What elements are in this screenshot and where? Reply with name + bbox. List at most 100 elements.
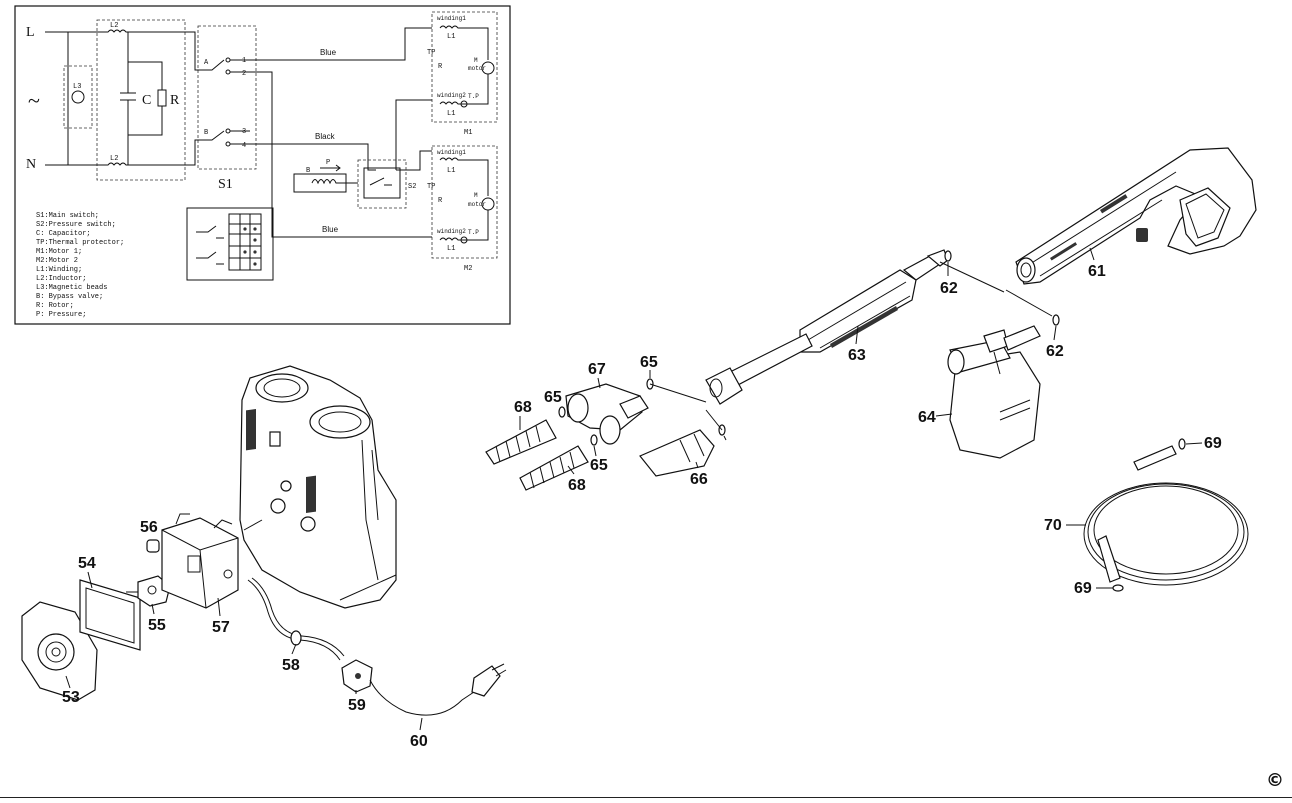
callout-63: 63 xyxy=(848,347,866,364)
m2-motor: motor xyxy=(468,201,486,208)
part-69-o-ring-a xyxy=(1178,438,1186,450)
callout-69b: 69 xyxy=(1074,580,1092,597)
m1-tp-small: T.P xyxy=(468,93,479,100)
callout-56: 56 xyxy=(140,519,158,536)
s1-label: S1 xyxy=(218,177,233,192)
m2-winding1: winding1 xyxy=(437,149,466,156)
schematic-legend: S1:Main switch; S2:Pressure switch; C: C… xyxy=(36,212,124,319)
m1-l1a: L1 xyxy=(447,33,455,41)
callout-62a: 62 xyxy=(940,280,958,297)
cord-assembly xyxy=(247,577,507,716)
line-label-n: N xyxy=(26,157,36,172)
part-65-o-ring-c xyxy=(590,434,598,446)
callout-68a: 68 xyxy=(514,399,532,416)
legend-item: L1:Winding; xyxy=(36,266,82,274)
ac-symbol: ~ xyxy=(28,88,40,113)
part-62-o-ring-b xyxy=(1052,314,1060,326)
callout-59: 59 xyxy=(348,697,366,714)
part-63-lance-body xyxy=(799,269,917,353)
legend-item: L2:Inductor; xyxy=(36,275,86,283)
legend-item: M2:Motor 2 xyxy=(36,257,78,265)
copyright-symbol: © xyxy=(1266,770,1284,791)
m1-motor: motor xyxy=(468,65,486,72)
wire-blue-top: Blue xyxy=(320,48,337,57)
callout-68b: 68 xyxy=(568,477,586,494)
sw-1-label: 1 xyxy=(242,57,246,65)
line-label-l: L xyxy=(26,25,35,40)
legend-item: R: Rotor; xyxy=(36,302,74,310)
sw-3-label: 3 xyxy=(242,128,246,136)
capacitor-label: C xyxy=(142,93,151,108)
callout-55: 55 xyxy=(148,617,166,634)
callout-61: 61 xyxy=(1088,263,1106,280)
part-66-spray-nozzle xyxy=(639,429,715,477)
sw-4-label: 4 xyxy=(242,142,246,150)
callout-65b: 65 xyxy=(544,389,562,406)
s1-box xyxy=(197,25,257,170)
legend-item: L3:Magnetic beads xyxy=(36,284,107,292)
legend-item: TP:Thermal protector; xyxy=(36,239,124,247)
nozzle-set xyxy=(485,378,726,491)
legend-item: C: Capacitor; xyxy=(36,230,91,238)
callout-66: 66 xyxy=(690,471,708,488)
legend-item: P: Pressure; xyxy=(36,311,86,319)
part-56-clip xyxy=(146,539,160,553)
part-62-o-ring xyxy=(944,250,952,262)
callout-54: 54 xyxy=(78,555,96,572)
switch-assembly xyxy=(21,513,239,701)
m1-winding2: winding2 xyxy=(437,92,466,99)
part-68-turbo-nozzle-a xyxy=(485,419,557,465)
l2-top-label: L2 xyxy=(110,22,118,30)
part-60-plug xyxy=(471,665,501,697)
motor-m1-box xyxy=(431,11,498,123)
part-65-o-ring-b xyxy=(558,406,566,418)
pressure-label: P xyxy=(326,159,330,167)
l3-label: L3 xyxy=(73,83,81,91)
part-64-bottle xyxy=(949,351,1041,459)
part-54-gasket xyxy=(79,579,141,651)
foam-bottle xyxy=(947,325,1041,459)
spray-gun xyxy=(939,147,1257,326)
hose-assembly xyxy=(1083,438,1249,592)
wire-blue-bottom: Blue xyxy=(322,225,339,234)
callout-58: 58 xyxy=(282,657,300,674)
callout-67: 67 xyxy=(588,361,606,378)
m1-l1b: L1 xyxy=(447,110,455,118)
m1-tp: TP xyxy=(427,49,435,57)
m2-label: M2 xyxy=(464,265,472,273)
sw-a-label: A xyxy=(204,59,209,67)
callout-65a: 65 xyxy=(640,354,658,371)
sw-2-label: 2 xyxy=(242,70,246,78)
l2-bottom-label: L2 xyxy=(110,155,118,163)
m2-tp-small: T.P xyxy=(468,229,479,236)
m2-r: R xyxy=(438,197,443,205)
motor-m2-box xyxy=(431,145,498,259)
m1-r: R xyxy=(438,63,443,71)
callout-57: 57 xyxy=(212,619,230,636)
resistor-label: R xyxy=(170,93,180,108)
m1-m: M xyxy=(474,57,478,64)
legend-item: S2:Pressure switch; xyxy=(36,221,116,229)
legend-item: S1:Main switch; xyxy=(36,212,99,220)
m1-winding1: winding1 xyxy=(437,15,466,22)
wiring-schematic: L N ~ L3 L2 L2 C R S1 A B 1 2 3 4 Bl xyxy=(14,5,511,325)
s2-label: S2 xyxy=(408,183,416,191)
callout-64: 64 xyxy=(918,409,936,426)
m2-l1a: L1 xyxy=(447,167,455,175)
m2-tp: TP xyxy=(427,183,435,191)
lance-assembly xyxy=(705,249,952,405)
legend-item: B: Bypass valve; xyxy=(36,293,103,301)
m2-l1b: L1 xyxy=(447,245,455,253)
bypass-valve-label: B xyxy=(306,167,310,175)
filter-box xyxy=(96,19,186,181)
m2-winding2: winding2 xyxy=(437,228,466,235)
part-callouts: 53 54 55 56 57 58 59 60 61 62 62 63 64 6… xyxy=(62,247,1222,750)
switch-table-box xyxy=(186,207,274,281)
callout-62b: 62 xyxy=(1046,343,1064,360)
s2-box xyxy=(357,159,407,209)
callout-69a: 69 xyxy=(1204,435,1222,452)
m2-m: M xyxy=(474,192,478,199)
m1-label: M1 xyxy=(464,129,472,137)
